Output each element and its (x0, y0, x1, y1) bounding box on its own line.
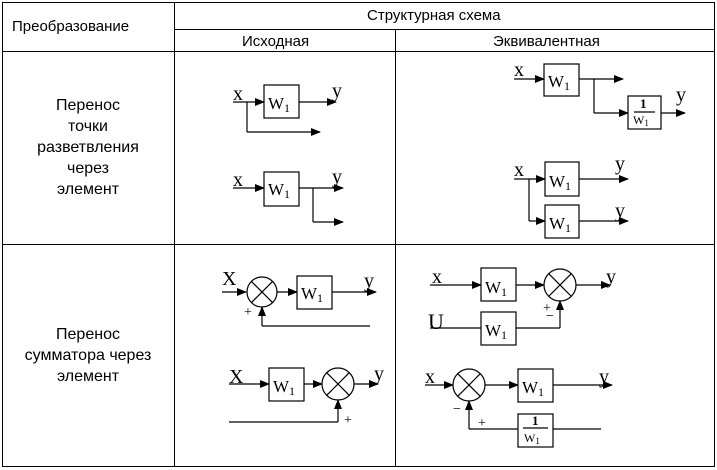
input-X-label: X (222, 268, 237, 290)
subheader-original: Исходная (242, 33, 310, 50)
summer-before-diagram (222, 275, 377, 327)
row-label-branch-point: Перенос точки разветвления через элемент (37, 97, 139, 198)
output-y-label: y (332, 80, 342, 102)
plus-sign: + (478, 416, 486, 431)
input-U-label: U (428, 309, 444, 334)
plus-sign: + (344, 413, 352, 428)
output-y-label: y (599, 366, 609, 388)
output-y-label: y (676, 84, 686, 106)
input-x-label: x (432, 266, 442, 288)
column-header-structural-scheme: Структурная схема (367, 7, 501, 24)
subheader-equivalent: Эквивалентная (493, 33, 600, 50)
output-y-label: y (606, 266, 616, 288)
minus-sign: − (453, 402, 461, 417)
plus-sign: + (244, 305, 252, 320)
inverse-numerator: 1 (532, 413, 539, 428)
branch-before-diagram (233, 84, 337, 136)
block-w1-label: W1 (273, 377, 295, 398)
input-X-label: X (229, 366, 244, 388)
input-x-label: x (514, 159, 524, 181)
minus-sign: − (546, 309, 554, 324)
output-y-label: y (364, 270, 374, 292)
row-label-summer: Перенос сумматора через элемент (24, 326, 152, 385)
plus-sign: + (543, 301, 551, 316)
input-x-label: x (425, 366, 435, 388)
inverse-denominator: W1 (524, 431, 540, 446)
summer-after-diagram (229, 367, 379, 423)
branch-after-diagram (233, 171, 344, 226)
inverse-denominator: W1 (633, 113, 649, 128)
block-w1-label: W1 (549, 172, 571, 193)
block-w1-label: W1 (301, 284, 323, 305)
block-w1-label: W1 (485, 321, 507, 342)
branch-equiv-diagram-2 (514, 161, 629, 239)
input-x-label: x (514, 59, 524, 81)
branch-equiv-diagram-1 (514, 63, 686, 130)
summer-equiv-diagram-1 (430, 267, 611, 346)
output-y-label: y (374, 363, 384, 385)
block-w1-label: W1 (268, 94, 290, 115)
input-x-label: x (233, 169, 243, 191)
block-w1-label: W1 (549, 214, 571, 235)
block-w1-label: W1 (268, 180, 290, 201)
output-y-label: y (332, 166, 342, 188)
output-y-label: y (615, 200, 625, 222)
column-header-transformation: Преобразование (12, 18, 130, 35)
block-w1-label: W1 (485, 278, 507, 299)
input-x-label: x (233, 83, 243, 105)
block-w1-label: W1 (522, 378, 544, 399)
output-y-label: y (615, 153, 625, 175)
block-w1-label: W1 (548, 72, 570, 93)
inverse-numerator: 1 (640, 96, 647, 111)
summer-equiv-diagram-2 (425, 368, 613, 448)
